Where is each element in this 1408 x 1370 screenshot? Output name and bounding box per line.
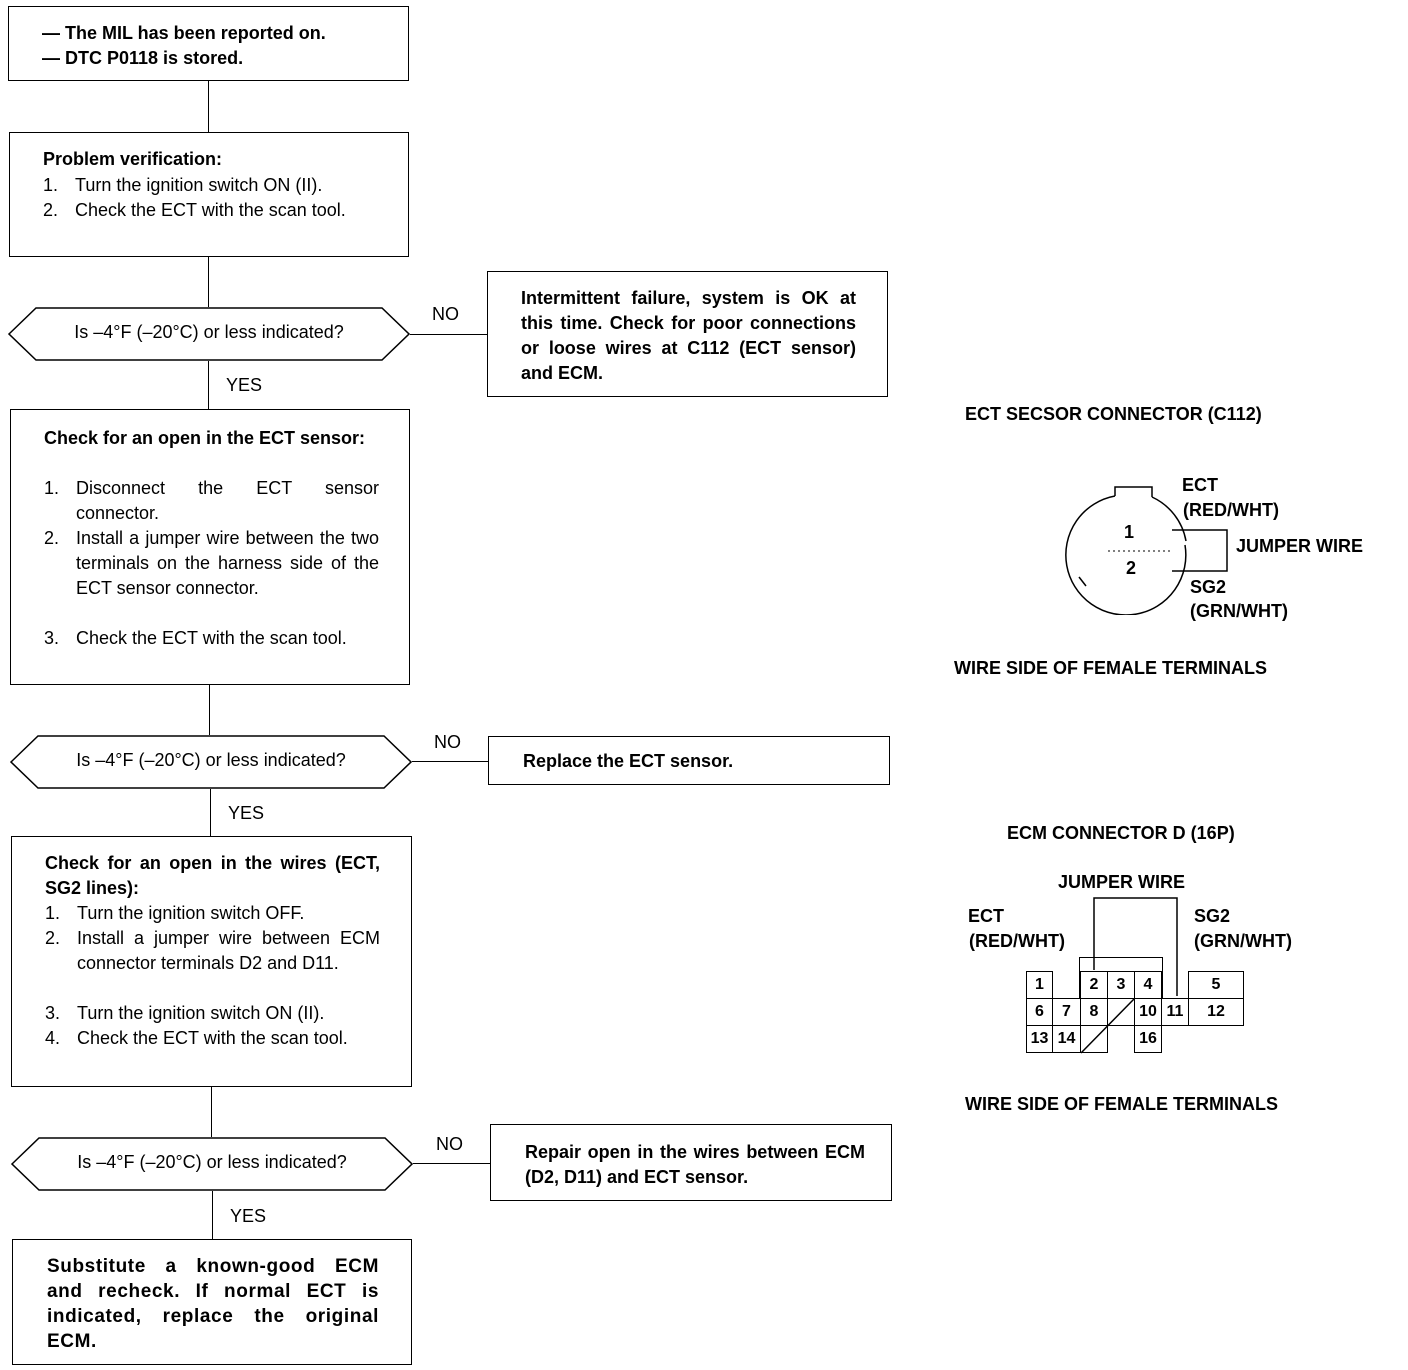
ect-wire-color: (RED/WHT) (1183, 500, 1279, 520)
step2-item-3: 3. Check the ECT with the scan tool. (44, 628, 347, 648)
decision-2-question: Is –4°F (–20°C) or less indicated? (76, 750, 346, 770)
ecm-terminal-8: 8 (1080, 998, 1108, 1026)
ecm-jumper-wire (1093, 897, 1178, 996)
ecm-jumper-label: JUMPER WIRE (1058, 872, 1186, 892)
step3-item-2: 2. Install a jumper wire between ECM con… (45, 928, 380, 973)
step3-title: Check for an open in the wires (ECT, SG2… (45, 853, 380, 898)
ecm-terminal-14: 14 (1052, 1025, 1081, 1053)
sg2-wire-color: (GRN/WHT) (1190, 601, 1288, 621)
yes-label-1: YES (226, 375, 263, 395)
step1-item-2: 2. Check the ECT with the scan tool. (43, 200, 346, 220)
start-line-2: — DTC P0118 is stored. (42, 48, 244, 68)
check-ect-sensor-box: Check for an open in the ECT sensor: 1. … (10, 409, 410, 685)
ect-wire-label: ECT (1182, 475, 1218, 495)
step3-item-1: 1. Turn the ignition switch OFF. (45, 903, 305, 923)
connector-line (211, 1087, 212, 1137)
substitute-ecm-text: Substitute a known-good ECM and recheck.… (47, 1256, 379, 1352)
step3-item-4: 4. Check the ECT with the scan tool. (45, 1028, 348, 1048)
no-line-3 (413, 1163, 490, 1164)
decision-2-shape (10, 735, 412, 789)
ecm-sg2-color: (GRN/WHT) (1194, 931, 1292, 951)
yes-line-1 (208, 361, 209, 409)
replace-ect-sensor-box: Replace the ECT sensor. (488, 736, 890, 785)
connector-line (208, 81, 209, 132)
no-label-3: NO (436, 1134, 463, 1154)
start-line-1: — The MIL has been reported on. (42, 23, 326, 43)
no-label-2: NO (434, 732, 461, 752)
ecm-sg2-label: SG2 (1194, 906, 1231, 926)
yes-line-2 (210, 789, 211, 836)
ecm-connector-caption: WIRE SIDE OF FEMALE TERMINALS (965, 1094, 1278, 1114)
ecm-terminal-2: 2 (1080, 971, 1108, 999)
sg2-wire-label: SG2 (1190, 577, 1227, 597)
check-wires-box: Check for an open in the wires (ECT, SG2… (11, 836, 412, 1087)
ecm-terminal-7: 7 (1052, 998, 1081, 1026)
ecm-blank-cavity (1080, 1025, 1108, 1053)
intermittent-failure-text: Intermittent failure, system is OK at th… (521, 288, 856, 383)
decision-1-shape (8, 307, 410, 361)
step1-title: Problem verification: (43, 149, 223, 169)
step1-item-1: 1. Turn the ignition switch ON (II). (43, 175, 323, 195)
ect-pin-1: 1 (1124, 522, 1135, 542)
yes-line-3 (212, 1191, 213, 1239)
decision-1: Is –4°F (–20°C) or less indicated? (8, 307, 410, 361)
yes-label-3: YES (230, 1206, 267, 1226)
decision-3: Is –4°F (–20°C) or less indicated? (11, 1137, 413, 1191)
connector-line (208, 257, 209, 307)
ect-connector-caption: WIRE SIDE OF FEMALE TERMINALS (954, 658, 1267, 678)
ecm-terminal-4: 4 (1134, 971, 1162, 999)
yes-label-2: YES (228, 803, 265, 823)
no-line-1 (410, 334, 488, 335)
ecm-terminal-12: 12 (1188, 998, 1244, 1026)
ecm-terminal-5: 5 (1188, 971, 1244, 999)
ecm-connector-title: ECM CONNECTOR D (16P) (1007, 823, 1235, 843)
decision-2: Is –4°F (–20°C) or less indicated? (10, 735, 412, 789)
step2-item-2: 2. Install a jumper wire between the two… (44, 528, 379, 598)
decision-3-question: Is –4°F (–20°C) or less indicated? (77, 1152, 347, 1172)
ecm-ect-label: ECT (968, 906, 1004, 926)
ect-pin-2: 2 (1126, 558, 1137, 578)
no-label-1: NO (432, 304, 459, 324)
ecm-terminal-11: 11 (1161, 998, 1189, 1026)
no-line-2 (412, 761, 488, 762)
ecm-blank-diagonal (1080, 998, 1135, 1054)
ecm-terminal-16: 16 (1134, 1025, 1162, 1053)
substitute-ecm-box: Substitute a known-good ECM and recheck.… (12, 1239, 412, 1365)
ecm-terminal-10: 10 (1134, 998, 1162, 1026)
decision-1-question: Is –4°F (–20°C) or less indicated? (74, 322, 344, 342)
repair-open-wires-text: Repair open in the wires between ECM (D2… (525, 1142, 865, 1187)
ecm-ect-color: (RED/WHT) (969, 931, 1065, 951)
step3-item-3: 3. Turn the ignition switch ON (II). (45, 1003, 325, 1023)
decision-3-shape (11, 1137, 413, 1191)
ect-connector-title: ECT SECSOR CONNECTOR (C112) (965, 404, 1262, 424)
ecm-latch-block (1079, 957, 1163, 999)
start-box: — The MIL has been reported on. — DTC P0… (8, 6, 409, 81)
ect-jumper-label: JUMPER WIRE (1236, 536, 1364, 556)
ect-connector-drawing (1065, 486, 1228, 615)
connector-line (209, 685, 210, 735)
repair-open-wires-box: Repair open in the wires between ECM (D2… (490, 1124, 892, 1201)
ecm-terminal-13: 13 (1026, 1025, 1053, 1053)
ecm-terminal-1: 1 (1026, 971, 1053, 999)
intermittent-failure-box: Intermittent failure, system is OK at th… (487, 271, 888, 397)
problem-verification-box: Problem verification: 1. Turn the igniti… (9, 132, 409, 257)
step2-item-1: 1. Disconnect the ECT sensor connector. (44, 478, 379, 523)
step2-title: Check for an open in the ECT sensor: (44, 428, 366, 448)
ecm-terminal-3: 3 (1107, 971, 1135, 999)
replace-ect-sensor-text: Replace the ECT sensor. (523, 751, 734, 771)
ecm-terminal-6: 6 (1026, 998, 1053, 1026)
